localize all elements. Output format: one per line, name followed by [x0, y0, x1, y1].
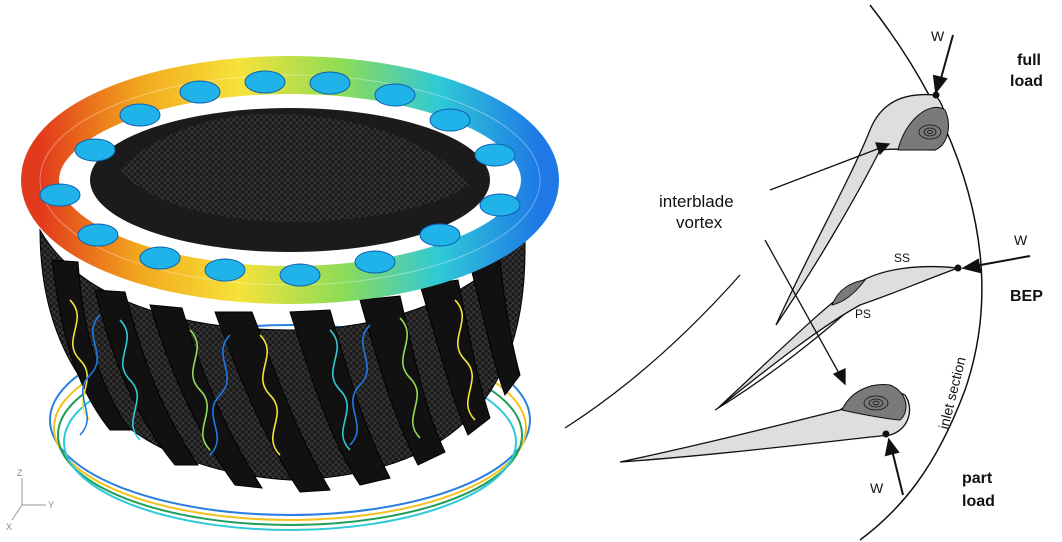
stagnation-point-part-load — [883, 431, 890, 438]
label-w-top: W — [931, 28, 945, 44]
label-bep: BEP — [1010, 288, 1043, 305]
label-vortex: vortex — [676, 213, 723, 232]
label-ps: PS — [855, 307, 871, 321]
label-full: full — [1017, 52, 1041, 69]
label-ss: SS — [894, 251, 910, 265]
stagnation-point-bep — [955, 265, 962, 272]
arrow-w-bottom — [892, 450, 903, 495]
label-load-top: load — [1010, 73, 1043, 90]
axis-y-label: Y — [48, 500, 54, 510]
label-part: part — [962, 470, 993, 487]
hub-arc-outer — [565, 275, 740, 428]
axis-triad: Z Y X — [6, 468, 54, 532]
label-interblade: interblade — [659, 192, 734, 211]
flow-schematic: inlet section — [565, 5, 1043, 540]
axis-z-label: Z — [17, 468, 23, 478]
label-load-bottom: load — [962, 493, 995, 510]
label-w-mid: W — [1014, 232, 1028, 248]
arrow-w-mid — [975, 256, 1030, 266]
blade-bep — [718, 267, 958, 408]
label-w-bottom: W — [870, 480, 884, 496]
inlet-ring — [40, 75, 540, 285]
axis-x-label: X — [6, 522, 12, 532]
runner-visualization: Z Y X — [6, 71, 540, 532]
